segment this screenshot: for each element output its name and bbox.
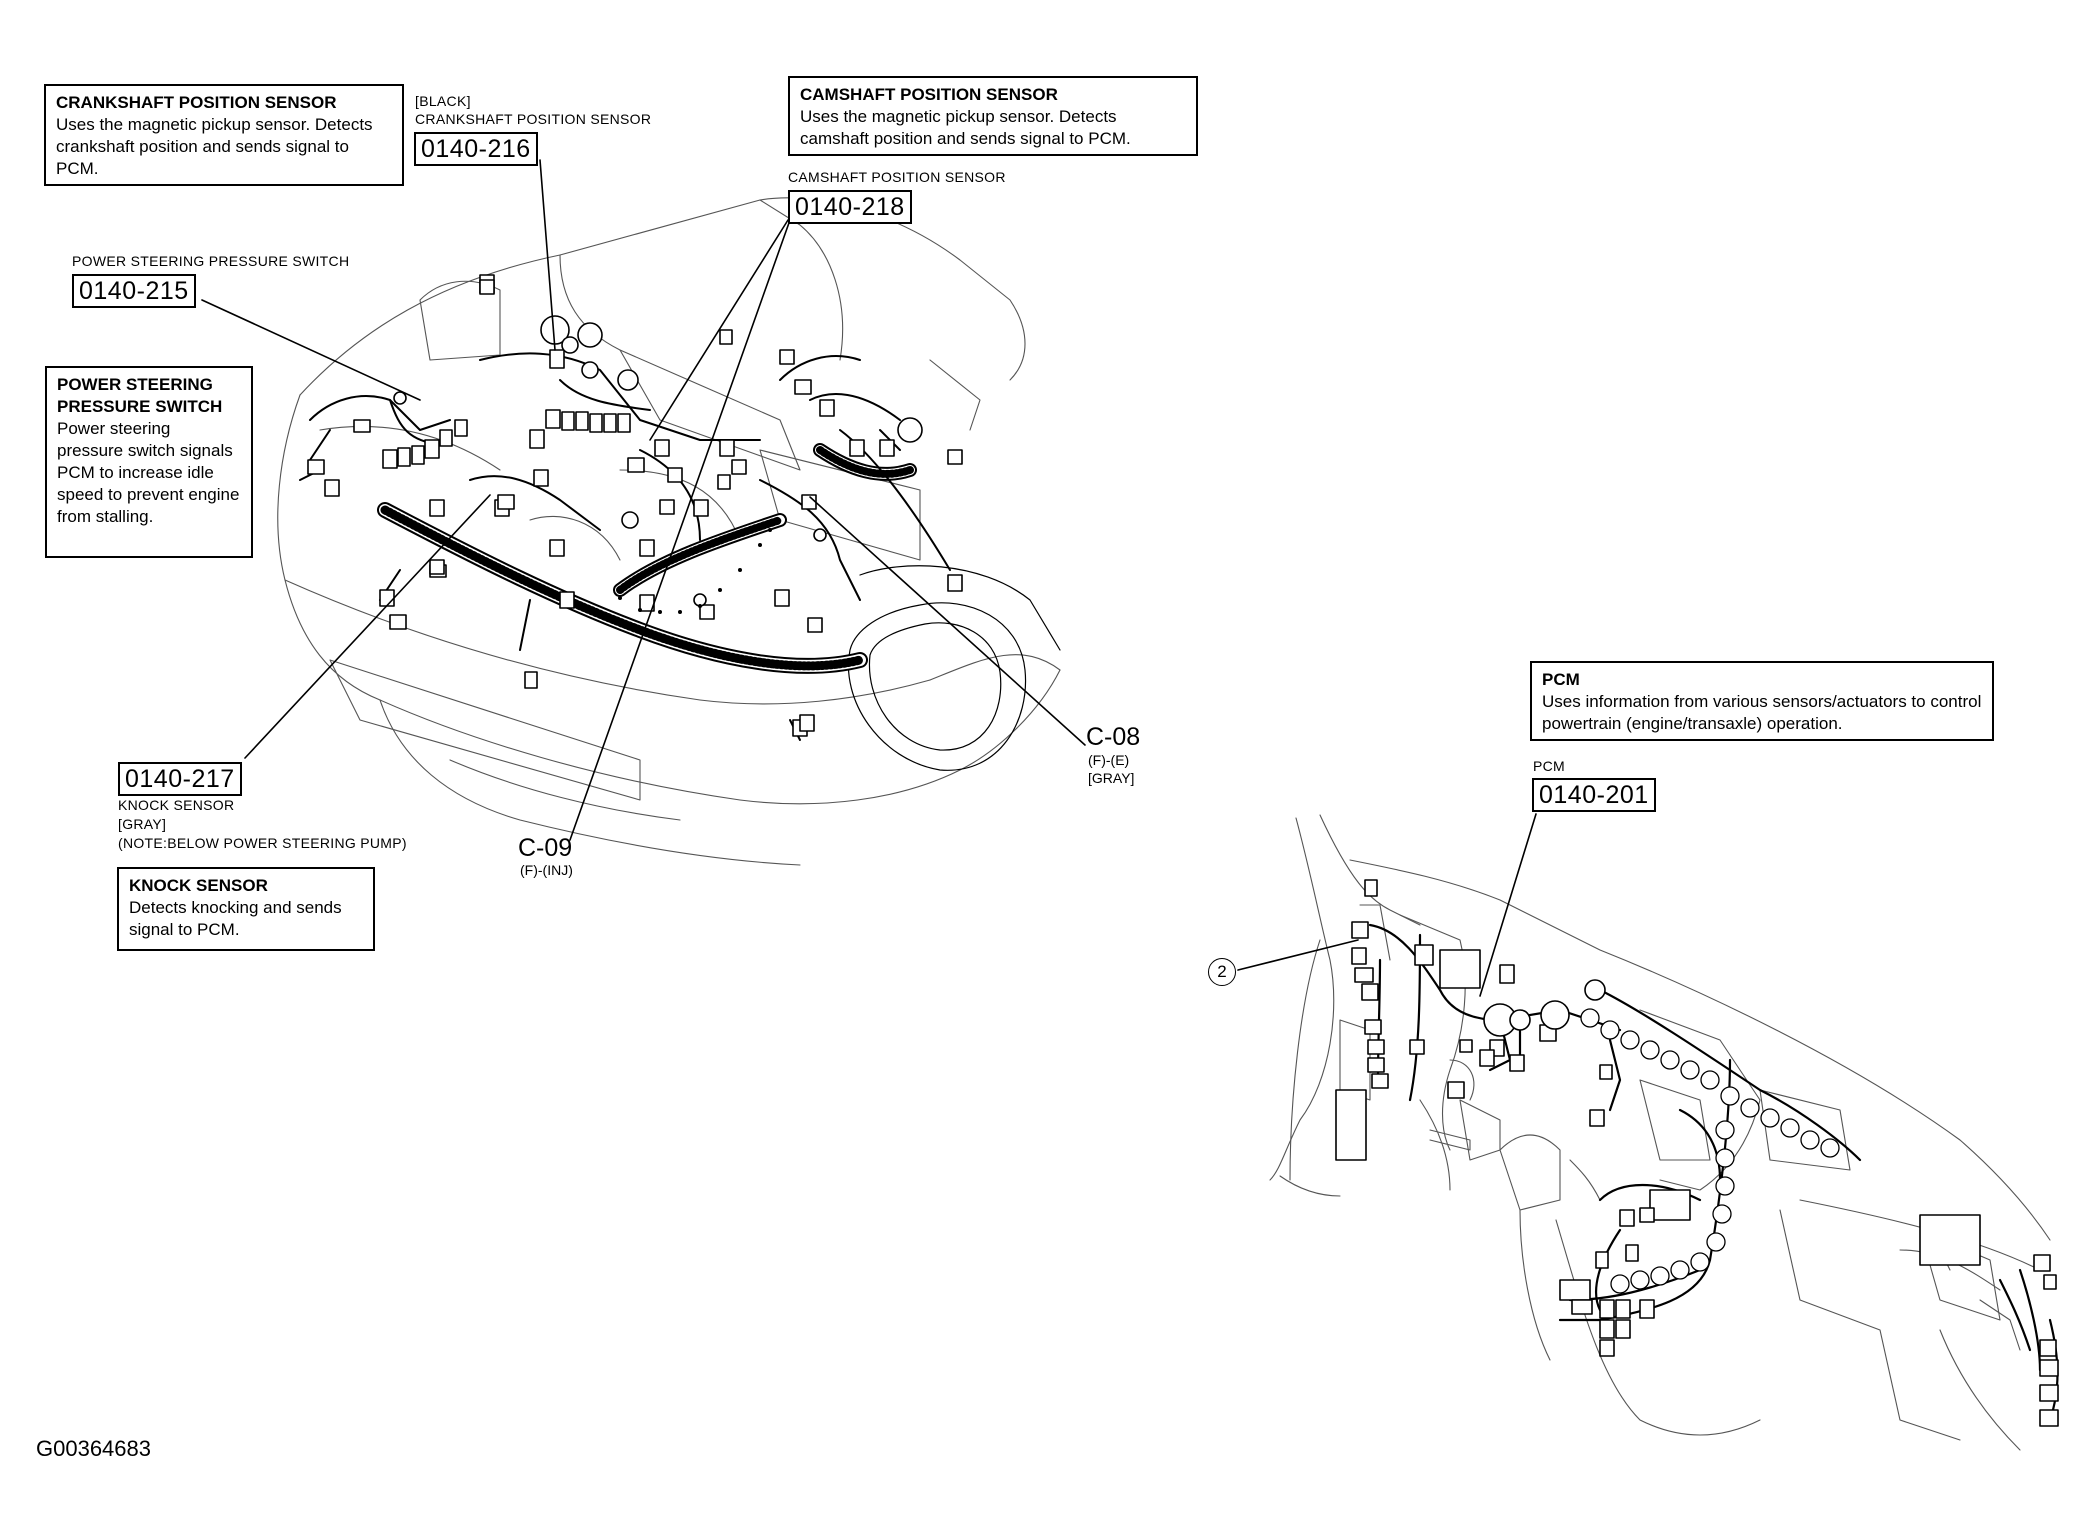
camshaft-info-box: CAMSHAFT POSITION SENSOR Uses the magnet… <box>788 76 1198 156</box>
crank-sensor-name: CRANKSHAFT POSITION SENSOR <box>415 111 652 127</box>
car-body-outline <box>277 197 1061 866</box>
figure-id: G00364683 <box>36 1436 151 1461</box>
ps-switch-info-box: POWER STEERING PRESSURE SWITCH Power ste… <box>45 366 253 558</box>
ps-switch-name: POWER STEERING PRESSURE SWITCH <box>72 253 350 269</box>
pcm-info-title: PCM <box>1542 670 1580 689</box>
ps-switch-info-title: POWER STEERING PRESSURE SWITCH <box>57 375 223 416</box>
knock-sensor-code: 0140-217 <box>118 762 242 796</box>
engine-connectors <box>307 274 963 737</box>
dashboard-outline <box>1269 814 2051 1451</box>
pcm-info-box: PCM Uses information from various sensor… <box>1530 661 1994 741</box>
knock-sensor-name: KNOCK SENSOR <box>118 797 235 813</box>
camshaft-info-text: Uses the magnetic pickup sensor. Detects… <box>800 107 1131 148</box>
connector-c09-pins: (F)-(INJ) <box>520 862 573 878</box>
leader-lines <box>201 159 1537 997</box>
camshaft-info-title: CAMSHAFT POSITION SENSOR <box>800 85 1058 104</box>
knock-location-note: (NOTE:BELOW POWER STEERING PUMP) <box>118 835 407 851</box>
crankshaft-info-box: CRANKSHAFT POSITION SENSOR Uses the magn… <box>44 84 404 186</box>
knock-color-note: [GRAY] <box>118 816 167 832</box>
connector-c08-color: [GRAY] <box>1088 770 1135 786</box>
pcm-info-text: Uses information from various sensors/ac… <box>1542 692 1982 733</box>
cam-sensor-code: 0140-218 <box>788 190 912 224</box>
pcm-code: 0140-201 <box>1532 778 1656 812</box>
front-wheel <box>848 565 1061 771</box>
callout-2: 2 <box>1208 958 1236 986</box>
knock-info-box: KNOCK SENSOR Detects knocking and sends … <box>117 867 375 951</box>
dash-grommets <box>1580 1008 1840 1294</box>
connector-c08-label: C-08 <box>1086 723 1141 751</box>
engine-harness <box>377 443 917 674</box>
connector-c09-label: C-09 <box>518 834 573 862</box>
knock-info-text: Detects knocking and sends signal to PCM… <box>129 898 342 939</box>
dash-connectors <box>1335 879 2059 1427</box>
ps-switch-code: 0140-215 <box>72 274 196 308</box>
crank-sensor-code: 0140-216 <box>414 132 538 166</box>
pcm-name: PCM <box>1533 758 1566 774</box>
ps-switch-info-text: Power steering pressure switch signals P… <box>57 419 240 526</box>
cam-sensor-name: CAMSHAFT POSITION SENSOR <box>788 169 1006 185</box>
crankshaft-info-title: CRANKSHAFT POSITION SENSOR <box>56 93 337 112</box>
crank-color-note: [BLACK] <box>415 93 471 109</box>
connector-c08-pins: (F)-(E) <box>1088 752 1130 768</box>
harness-dots <box>618 528 772 614</box>
knock-info-title: KNOCK SENSOR <box>129 876 268 895</box>
crankshaft-info-text: Uses the magnetic pickup sensor. Detects… <box>56 115 373 178</box>
